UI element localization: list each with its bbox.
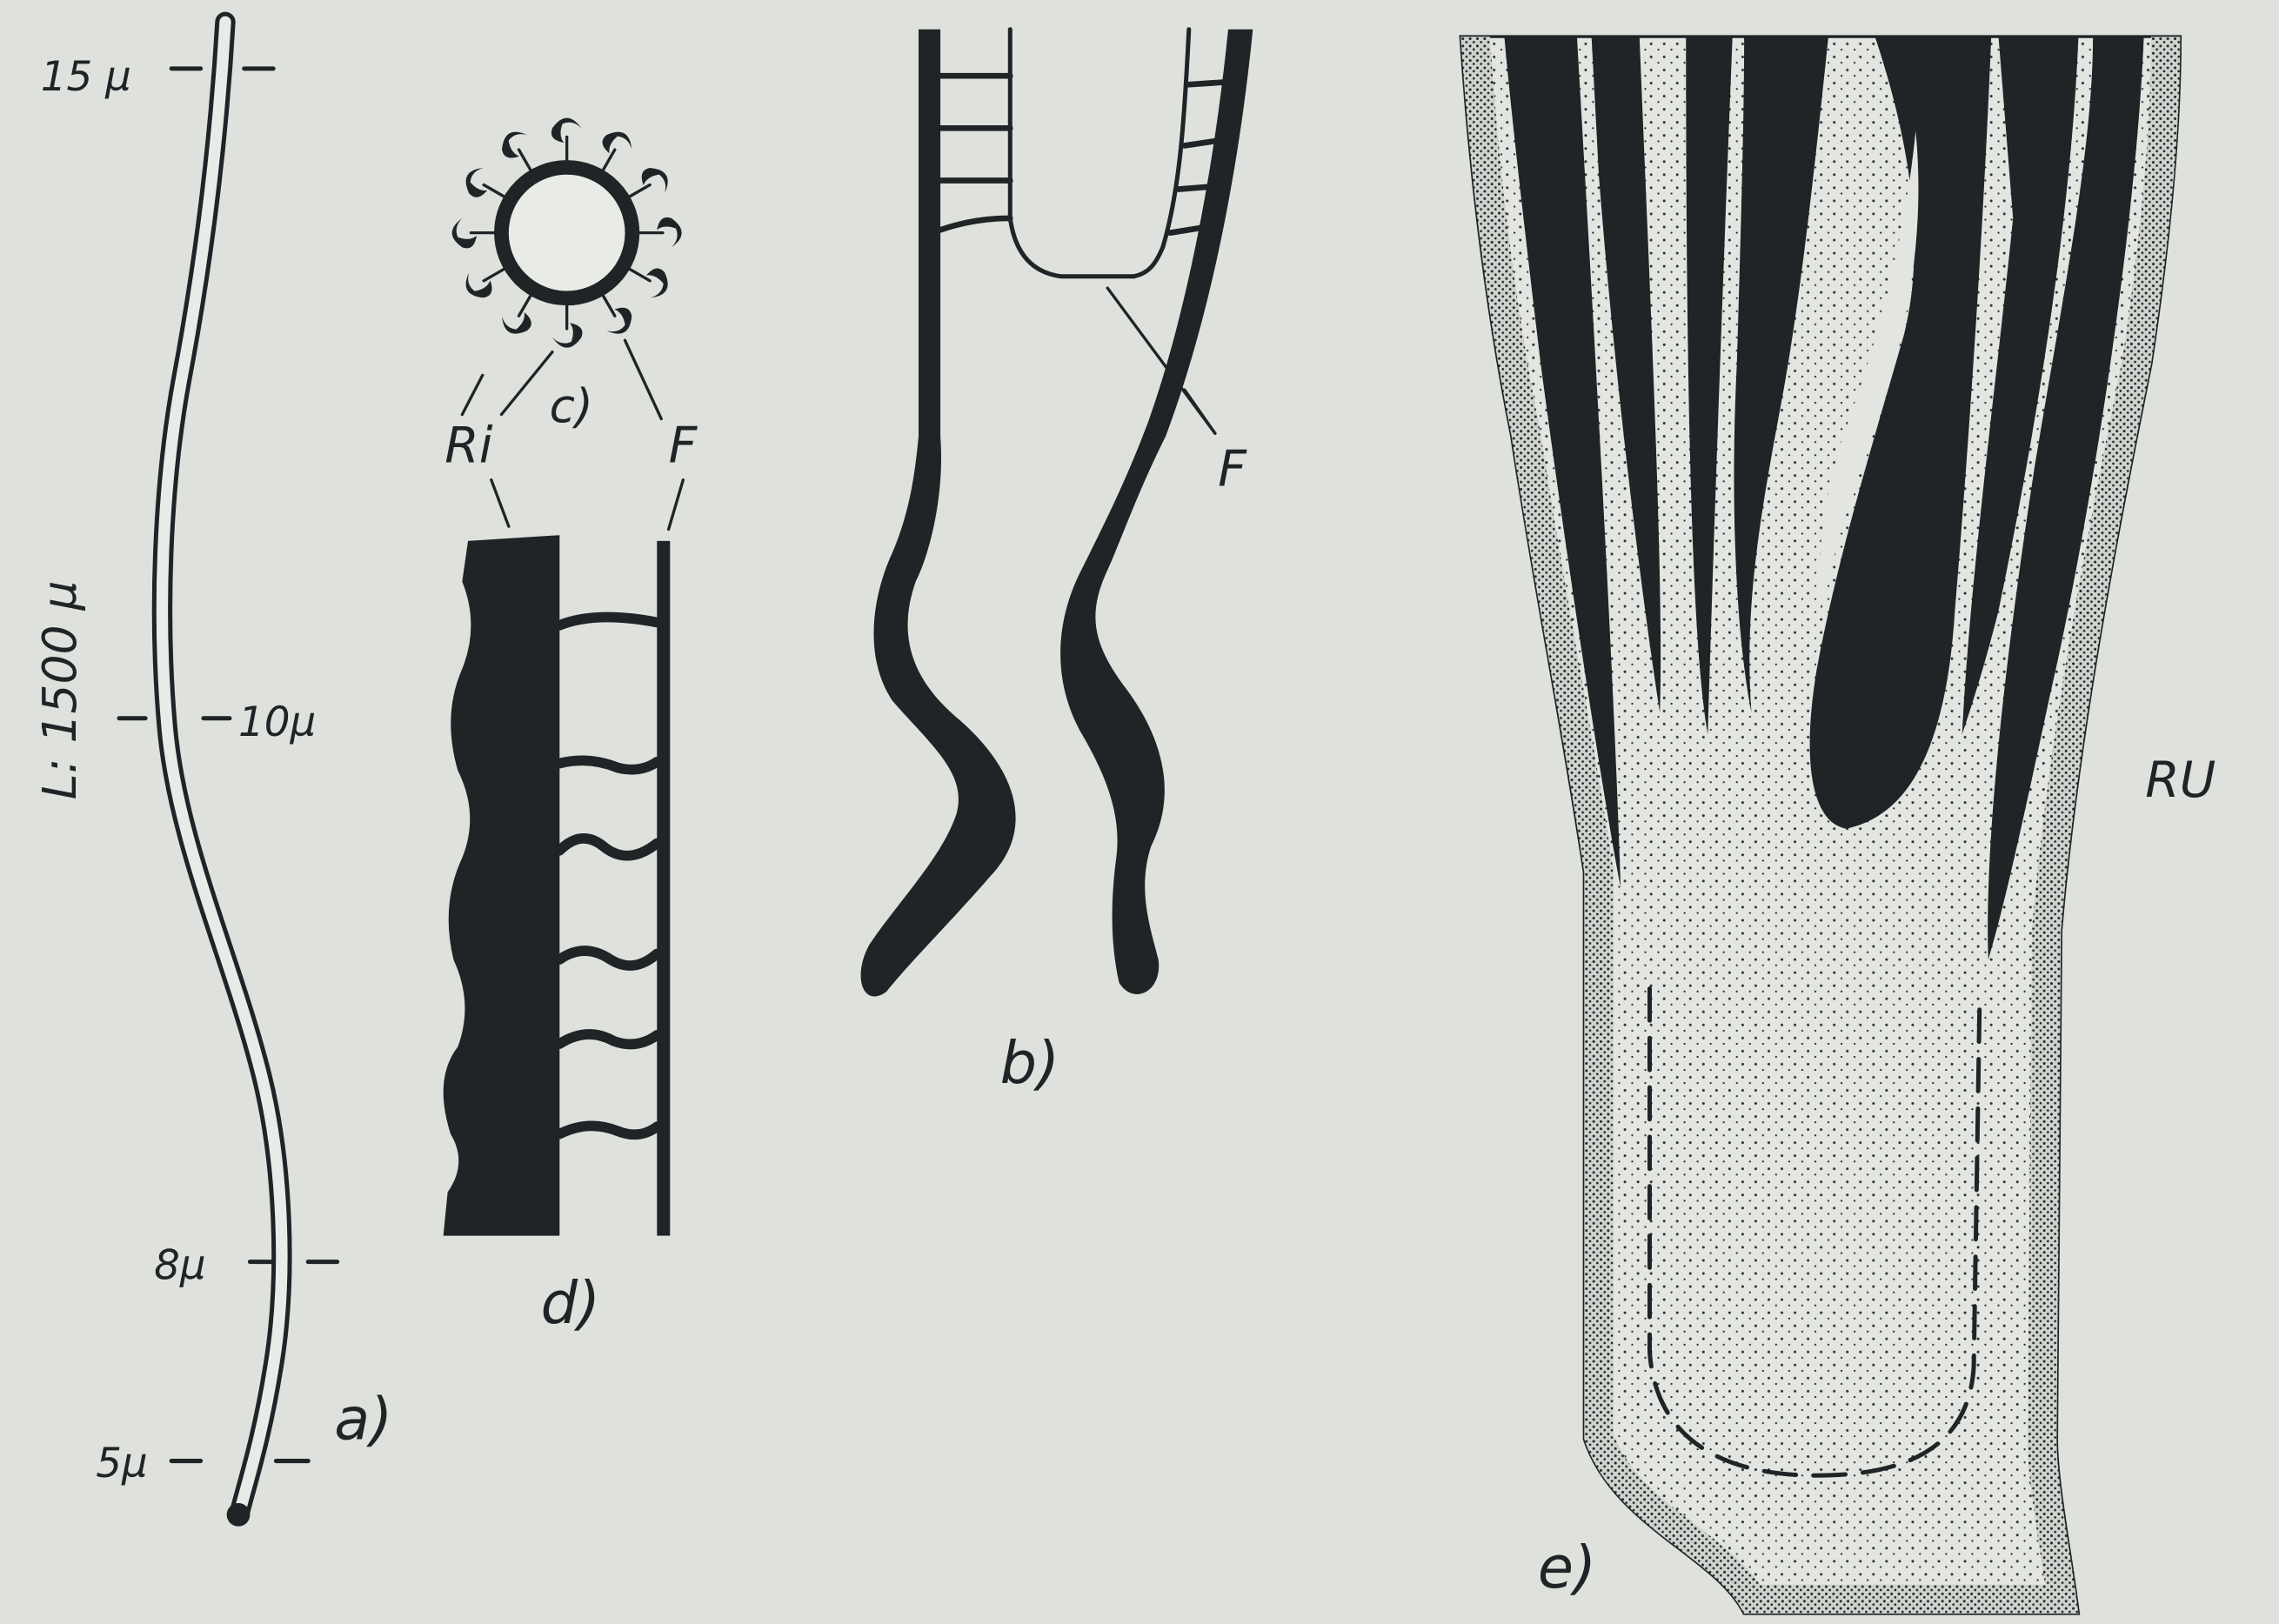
width-label-15: 15 µ [41, 54, 131, 101]
f-leader-down [669, 480, 684, 530]
ladder-rung [1179, 186, 1215, 189]
panel-e-label: e) [1538, 1534, 1596, 1601]
f-leader-c [625, 340, 661, 418]
ri-leader-1 [462, 375, 482, 414]
cross-section-ring [501, 167, 632, 297]
ridge-hook [551, 118, 581, 160]
ridge-label: Ri [444, 418, 492, 475]
panel-e: RU e) [1460, 37, 2216, 1614]
right-inner-line [1133, 30, 1188, 277]
ridge-hook [552, 305, 582, 347]
panel-b: F b) [861, 30, 1253, 1097]
width-label-5: 5µ [96, 1440, 148, 1487]
ladder-rung [559, 618, 657, 625]
left-strand [861, 30, 1016, 997]
panel-c-label: c) [550, 378, 593, 433]
fibril-label-c: F [669, 418, 698, 475]
ladder-rung [559, 839, 657, 856]
ladder-rung [559, 1126, 657, 1134]
ridge-hook [639, 217, 681, 247]
ladder-rung [940, 218, 1010, 230]
ladder-rung [559, 951, 657, 966]
membrane [1010, 218, 1133, 277]
region-label: RU [2145, 752, 2216, 809]
ri-leader-2 [501, 352, 551, 415]
length-label: L: 1500 µ [32, 580, 87, 799]
hair-shaft-tip [227, 1503, 251, 1527]
ladder-rung [559, 760, 657, 769]
ladder-rung [1189, 82, 1233, 84]
panel-c: Ri c) F [444, 118, 698, 530]
f-leader-b2 [1185, 390, 1215, 433]
width-label-8: 8µ [154, 1243, 206, 1290]
panel-b-label: b) [1000, 1029, 1060, 1097]
fibril-label-b: F [1218, 440, 1247, 498]
ladder-rung [559, 1034, 657, 1044]
panel-a: 15 µ 10µ 8µ 5µ L: 1500 µ a) [32, 22, 392, 1526]
panel-d: d) [444, 535, 671, 1337]
panel-d-label: d) [541, 1269, 601, 1337]
panel-a-label: a) [334, 1386, 392, 1454]
ri-leader-down [491, 480, 509, 526]
width-label-10: 10µ [238, 699, 316, 746]
right-strand [1060, 30, 1253, 994]
ridge-hook [452, 218, 494, 248]
cortex-bar [444, 535, 560, 1235]
